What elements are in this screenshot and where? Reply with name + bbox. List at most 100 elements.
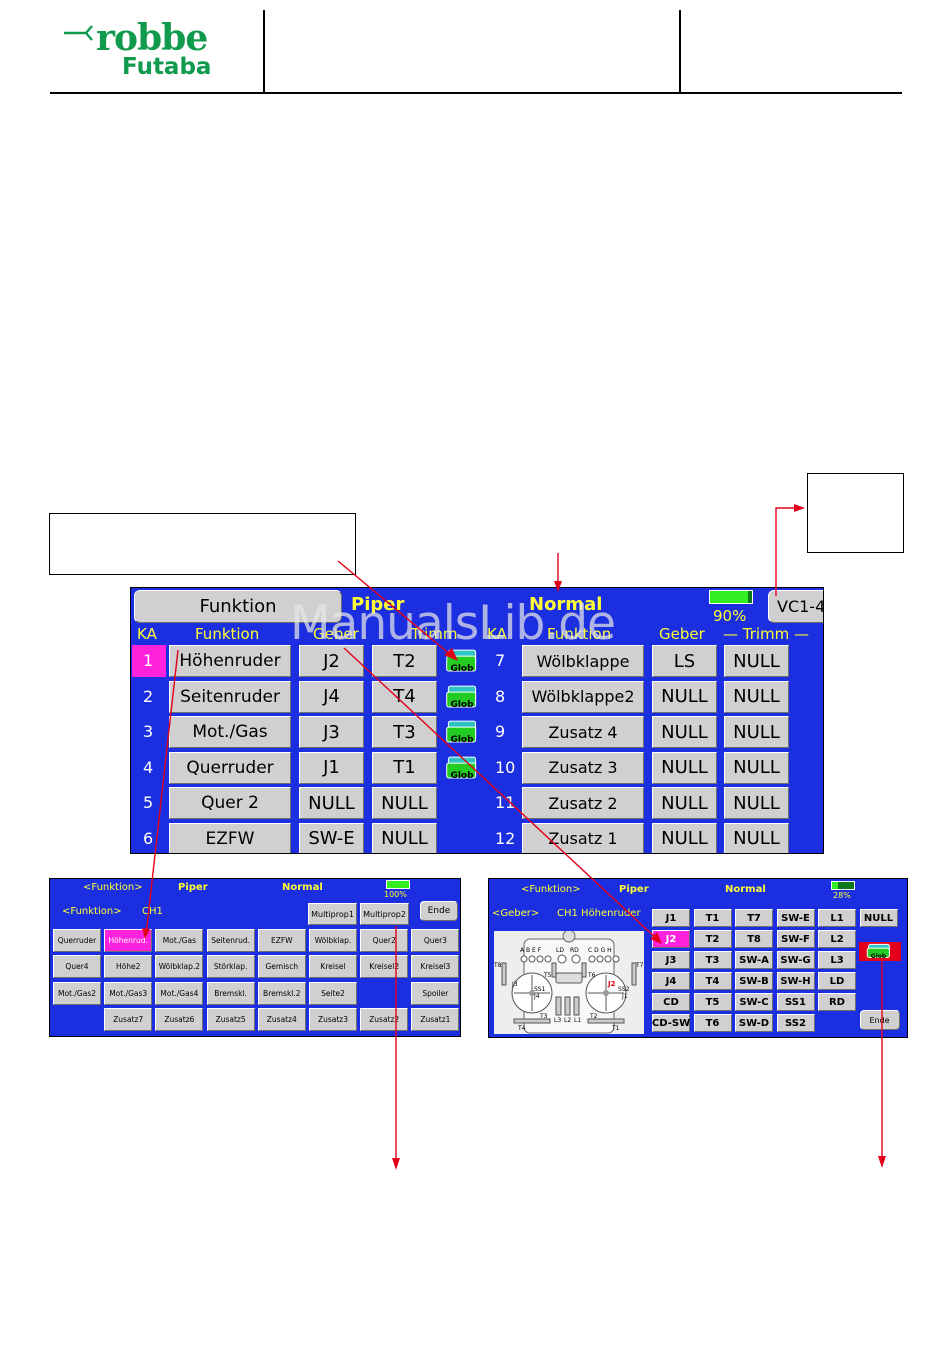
- geber-option[interactable]: J4: [652, 972, 690, 990]
- trimm-cell[interactable]: T4: [372, 680, 437, 713]
- geber-option[interactable]: SW-C: [735, 993, 773, 1011]
- funktion-option[interactable]: Mot./Gas3: [104, 981, 153, 1005]
- geber-option[interactable]: LD: [818, 972, 856, 990]
- funktion-cell-2[interactable]: Zusatz 4: [522, 716, 644, 748]
- trimm-cell-2[interactable]: NULL: [724, 787, 789, 819]
- funktion-cell[interactable]: Höhenruder: [169, 645, 291, 677]
- geber-option[interactable]: CD-SW: [652, 1014, 690, 1032]
- geber-option[interactable]: SS2: [776, 1014, 815, 1032]
- funktion-option[interactable]: Kreisel: [309, 955, 357, 979]
- trimm-cell[interactable]: T3: [372, 716, 437, 748]
- geber-option[interactable]: T2: [693, 930, 732, 948]
- funktion-cell[interactable]: Mot./Gas: [169, 716, 291, 748]
- trimm-cell[interactable]: T1: [372, 751, 437, 784]
- geber-option[interactable]: RD: [818, 993, 856, 1011]
- geber-cell[interactable]: J2: [299, 645, 364, 677]
- geber-option[interactable]: L3: [818, 951, 856, 969]
- funktion-option[interactable]: Spoiler: [411, 981, 460, 1005]
- geber-option[interactable]: T5: [693, 993, 732, 1011]
- geber-option[interactable]: SW-B: [735, 972, 773, 990]
- funktion-cell-2[interactable]: Wölbklappe2: [522, 680, 644, 713]
- funktion-option[interactable]: Gemisch: [257, 955, 306, 979]
- geber-option[interactable]: SW-A: [735, 951, 773, 969]
- trimm-cell-2[interactable]: NULL: [724, 645, 789, 677]
- geber-option[interactable]: SS1: [776, 993, 815, 1011]
- funktion-option[interactable]: Quer4: [53, 955, 101, 979]
- geber-option[interactable]: T7: [735, 909, 773, 927]
- funktion-button[interactable]: Funktion: [134, 590, 342, 623]
- funktion-option[interactable]: Quer3: [411, 929, 460, 952]
- right-ende-button[interactable]: Ende: [859, 1010, 900, 1030]
- glob-button[interactable]: Glob: [866, 943, 892, 960]
- geber-option[interactable]: T3: [693, 951, 732, 969]
- glob-button[interactable]: Glob: [445, 684, 479, 711]
- funktion-option[interactable]: EZFW: [257, 929, 306, 952]
- geber-option[interactable]: T1: [693, 909, 732, 927]
- funktion-cell[interactable]: EZFW: [169, 822, 291, 853]
- geber-cell-2[interactable]: NULL: [652, 751, 717, 784]
- geber-cell-2[interactable]: NULL: [652, 787, 717, 819]
- funktion-option[interactable]: Wölbklap.2: [155, 955, 204, 979]
- funktion-option[interactable]: Wölbklap.: [309, 929, 357, 952]
- funktion-cell-2[interactable]: Zusatz 1: [522, 822, 644, 853]
- geber-cell-2[interactable]: LS: [652, 645, 717, 677]
- multiprop2-button[interactable]: Multiprop2: [360, 903, 409, 925]
- funktion-option[interactable]: Mot./Gas: [155, 929, 204, 952]
- trimm-cell-2[interactable]: NULL: [724, 716, 789, 748]
- funktion-option[interactable]: Bremskl.: [206, 981, 255, 1005]
- funktion-option[interactable]: Querruder: [53, 929, 101, 952]
- geber-cell-2[interactable]: NULL: [652, 716, 717, 748]
- funktion-option[interactable]: Zusatz1: [411, 1007, 460, 1031]
- funktion-option[interactable]: Mot./Gas4: [155, 981, 204, 1005]
- multiprop1-button[interactable]: Multiprop1: [308, 903, 357, 925]
- geber-option[interactable]: L1: [818, 909, 856, 927]
- geber-option[interactable]: NULL: [859, 909, 898, 927]
- left-ende-button[interactable]: Ende: [420, 901, 458, 921]
- funktion-option[interactable]: Zusatz3: [309, 1007, 357, 1031]
- funktion-option[interactable]: Seitenrud.: [206, 929, 255, 952]
- funktion-option[interactable]: Höhenrud.: [104, 929, 153, 952]
- funktion-cell[interactable]: Querruder: [169, 751, 291, 784]
- geber-option[interactable]: SW-D: [735, 1014, 773, 1032]
- trimm-cell[interactable]: NULL: [372, 787, 437, 819]
- geber-option[interactable]: J1: [652, 909, 690, 927]
- funktion-cell-2[interactable]: Wölbklappe: [522, 645, 644, 677]
- geber-option[interactable]: J3: [652, 951, 690, 969]
- funktion-option[interactable]: Störklap.: [206, 955, 255, 979]
- geber-cell-2[interactable]: NULL: [652, 680, 717, 713]
- geber-cell[interactable]: NULL: [299, 787, 364, 819]
- glob-button[interactable]: Glob: [445, 755, 479, 782]
- vc-button[interactable]: VC1-4: [768, 590, 823, 623]
- funktion-cell[interactable]: Seitenruder: [169, 680, 291, 713]
- geber-option[interactable]: SW-F: [776, 930, 815, 948]
- funktion-option[interactable]: Zusatz5: [206, 1007, 255, 1031]
- trimm-cell-2[interactable]: NULL: [724, 680, 789, 713]
- funktion-option[interactable]: Kreisel3: [411, 955, 460, 979]
- geber-cell[interactable]: SW-E: [299, 822, 364, 853]
- funktion-cell[interactable]: Quer 2: [169, 787, 291, 819]
- funktion-option[interactable]: Zusatz7: [104, 1007, 153, 1031]
- geber-cell[interactable]: J1: [299, 751, 364, 784]
- geber-cell-2[interactable]: NULL: [652, 822, 717, 853]
- geber-option[interactable]: SW-G: [776, 951, 815, 969]
- funktion-cell-2[interactable]: Zusatz 2: [522, 787, 644, 819]
- funktion-cell-2[interactable]: Zusatz 3: [522, 751, 644, 784]
- geber-cell[interactable]: J4: [299, 680, 364, 713]
- funktion-option[interactable]: Höhe2: [104, 955, 153, 979]
- glob-button[interactable]: Glob: [445, 719, 479, 746]
- geber-option[interactable]: L2: [818, 930, 856, 948]
- trimm-cell[interactable]: T2: [372, 645, 437, 677]
- geber-option[interactable]: CD: [652, 993, 690, 1011]
- geber-cell[interactable]: J3: [299, 716, 364, 748]
- funktion-option[interactable]: Mot./Gas2: [53, 981, 101, 1005]
- funktion-option[interactable]: Zusatz6: [155, 1007, 204, 1031]
- geber-option[interactable]: T8: [735, 930, 773, 948]
- geber-option[interactable]: SW-E: [776, 909, 815, 927]
- geber-option[interactable]: T4: [693, 972, 732, 990]
- geber-option[interactable]: T6: [693, 1014, 732, 1032]
- funktion-option[interactable]: Bremskl.2: [257, 981, 306, 1005]
- trimm-cell-2[interactable]: NULL: [724, 822, 789, 853]
- trimm-cell[interactable]: NULL: [372, 822, 437, 853]
- glob-button[interactable]: Glob: [445, 648, 479, 675]
- trimm-cell-2[interactable]: NULL: [724, 751, 789, 784]
